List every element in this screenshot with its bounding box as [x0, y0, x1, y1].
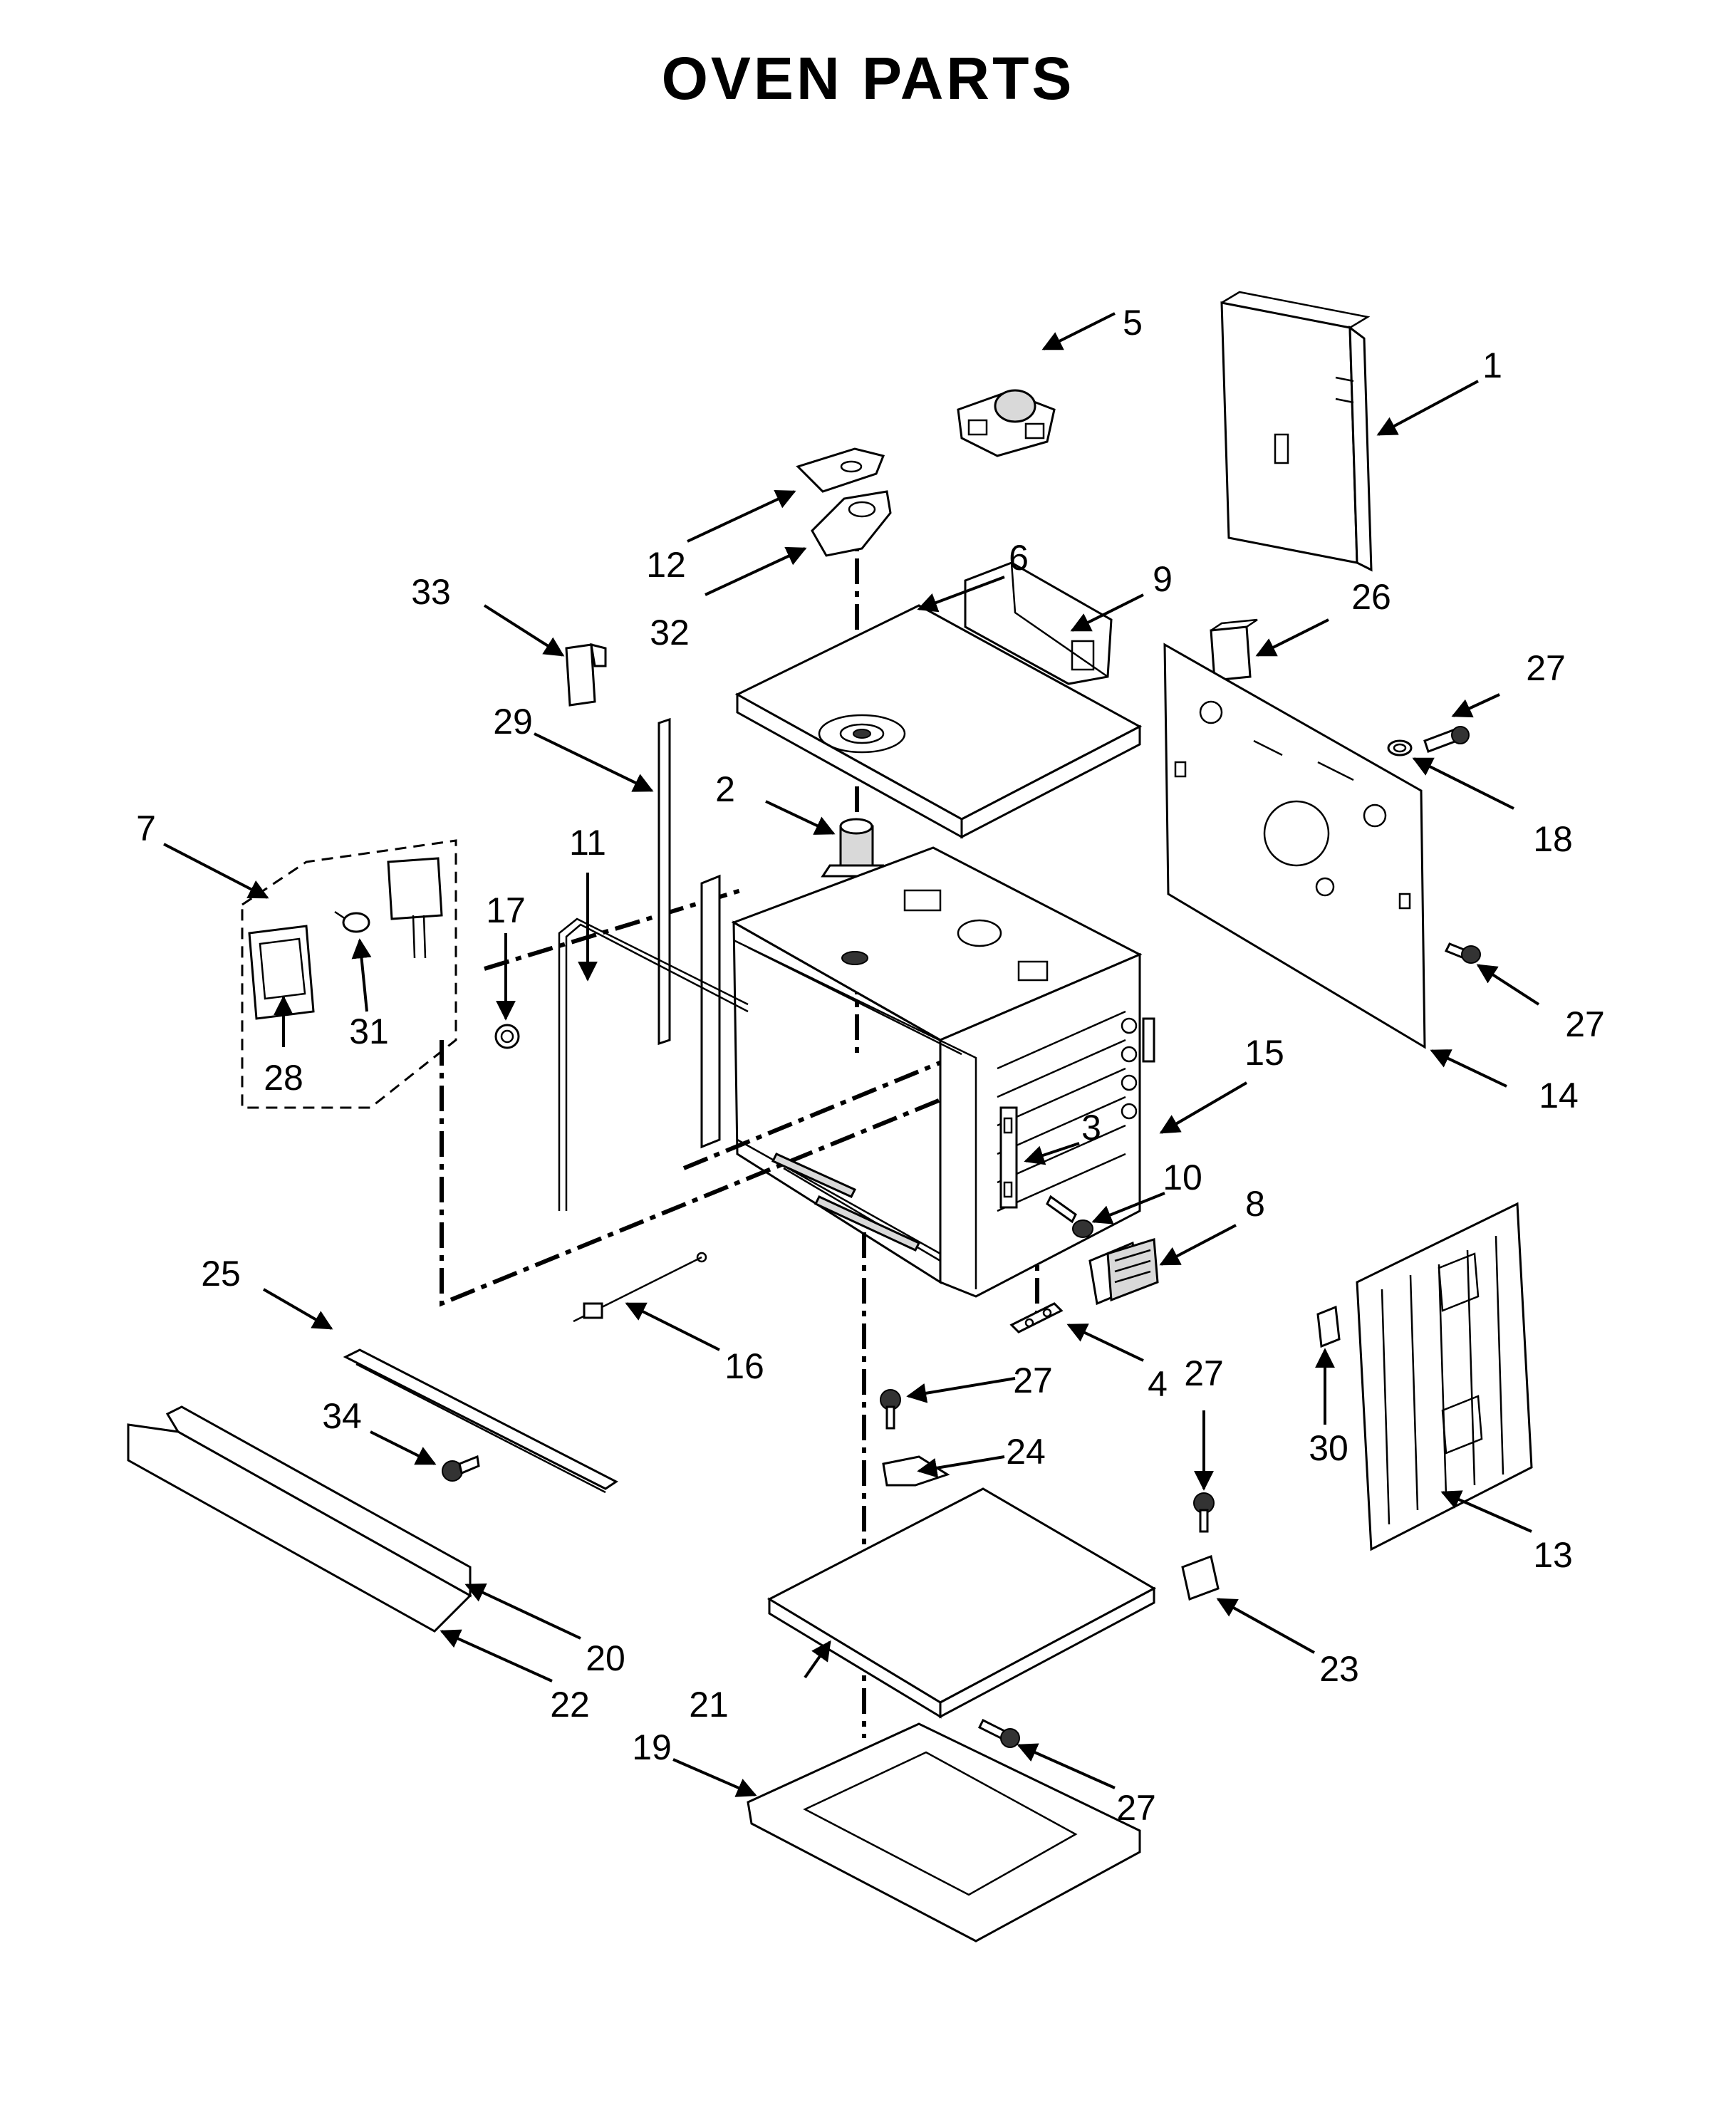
part-17-plug	[494, 1024, 520, 1049]
part-22-front-panel	[127, 1423, 472, 1633]
part-20-bottom-trim	[165, 1405, 472, 1598]
part-24-bracket	[882, 1455, 950, 1487]
callout-20: 20	[586, 1638, 625, 1678]
callout-3: 3	[1081, 1108, 1101, 1148]
part-33-bracket	[565, 643, 607, 707]
callout-27-d: 27	[1184, 1353, 1224, 1393]
part-7-kit-group	[241, 839, 457, 1109]
callout-34: 34	[322, 1396, 362, 1436]
callout-15: 15	[1244, 1033, 1284, 1073]
part-19-bottom-shield	[747, 1722, 1141, 1943]
callout-27-a: 27	[1526, 648, 1566, 688]
callout-28: 28	[264, 1058, 303, 1098]
part-29-gasket-strip	[658, 717, 671, 1046]
part-32-bracket	[811, 490, 892, 557]
part-21-bottom-panel	[766, 1487, 1157, 1719]
callout-13: 13	[1533, 1535, 1573, 1575]
callout-8: 8	[1245, 1184, 1265, 1224]
part-15-bracket	[1142, 1017, 1155, 1063]
callout-29: 29	[493, 702, 533, 742]
part-4-strap	[1009, 1302, 1064, 1333]
part-30-clip	[1316, 1305, 1341, 1348]
callout-6: 6	[1009, 538, 1029, 578]
callout-25: 25	[201, 1254, 241, 1294]
part-5-motor-assembly	[957, 389, 1056, 457]
callout-27-c: 27	[1013, 1361, 1053, 1400]
part-11-wire-harness	[558, 917, 749, 1211]
part-13-side-panel	[1356, 1202, 1533, 1551]
callout-26: 26	[1351, 577, 1391, 617]
callout-21: 21	[689, 1685, 729, 1725]
callout-17: 17	[486, 890, 526, 930]
callout-30: 30	[1309, 1428, 1348, 1468]
part-8-vent-filter	[1088, 1238, 1159, 1306]
part-14-rear-panel	[1163, 643, 1426, 1049]
part-7-instruction-card	[387, 857, 443, 959]
page-title: OVEN PARTS	[661, 45, 1075, 112]
part-23-mount-bracket	[1181, 1554, 1220, 1601]
part-18-terminal	[1387, 739, 1413, 756]
leader-arrows	[163, 312, 1540, 1797]
callout-19: 19	[632, 1727, 672, 1767]
callout-18: 18	[1533, 819, 1573, 859]
part-3-rack-support	[999, 1106, 1018, 1209]
part-9-vent-duct	[964, 561, 1113, 685]
part-34-screw	[442, 1455, 480, 1482]
callout-5: 5	[1123, 303, 1143, 343]
callout-4: 4	[1148, 1364, 1168, 1404]
callout-27-e: 27	[1116, 1788, 1156, 1828]
part-28-control-module	[248, 925, 315, 1020]
part-10-screw	[1046, 1195, 1093, 1238]
part-6-top-panel	[734, 604, 1143, 839]
callout-32: 32	[650, 613, 690, 652]
part-27-screw-d	[977, 1718, 1020, 1748]
oven-cavity-body	[700, 846, 1143, 1298]
part-26-box-bracket	[1210, 618, 1258, 682]
part-1-side-panel	[1220, 291, 1373, 572]
part-27-screw-b	[1444, 942, 1481, 964]
callout-labels: 1 2 3 4 5 6 7 8 9 10 11 12 13 14 15 16 1…	[136, 303, 1605, 1828]
callout-10: 10	[1163, 1158, 1202, 1197]
part-25-trim-rail	[343, 1348, 618, 1494]
callout-16: 16	[724, 1346, 764, 1386]
callout-24: 24	[1006, 1432, 1046, 1472]
callout-31: 31	[349, 1012, 389, 1051]
part-27-screw-a	[1423, 726, 1470, 753]
callout-22: 22	[550, 1685, 590, 1725]
callout-14: 14	[1539, 1076, 1579, 1115]
callout-33: 33	[411, 572, 451, 612]
callout-12: 12	[646, 545, 686, 585]
part-12-bracket	[796, 447, 885, 493]
callout-11: 11	[569, 823, 606, 863]
callout-23: 23	[1319, 1649, 1359, 1689]
part-27-screw-e	[1193, 1492, 1215, 1533]
callout-7: 7	[136, 808, 156, 848]
callout-9: 9	[1153, 559, 1173, 599]
part-27-screw-c	[880, 1389, 901, 1430]
part-16-temperature-sensor	[573, 1252, 707, 1323]
callout-27-b: 27	[1565, 1004, 1605, 1044]
callout-2: 2	[715, 769, 735, 809]
part-31-light-bulb	[334, 910, 370, 933]
callout-1: 1	[1482, 345, 1502, 385]
